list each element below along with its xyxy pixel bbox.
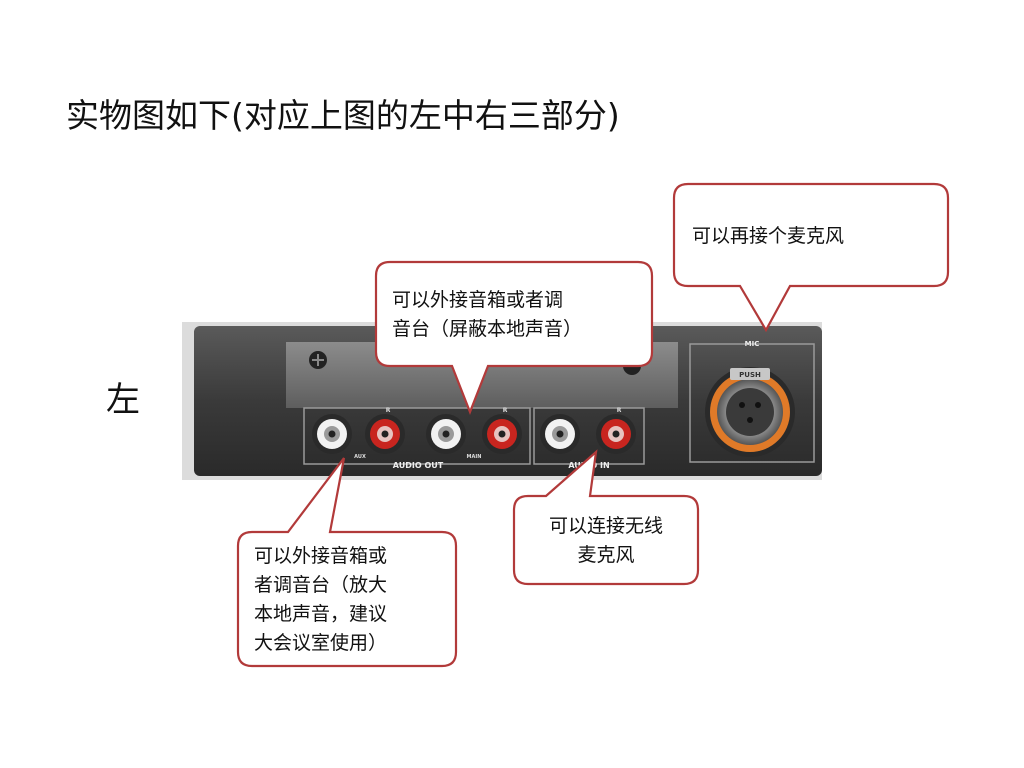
io-plate	[286, 342, 678, 408]
label-r-3: R	[617, 407, 622, 414]
callout-text-aux-out: 可以外接音箱或 者调音台（放大 本地声音，建议 大会议室使用）	[254, 545, 388, 654]
slide-title: 实物图如下(对应上图的左中右三部分)	[66, 96, 620, 135]
rca-jack-main-left	[426, 414, 466, 454]
rca-jack-aux-left	[312, 414, 352, 454]
rca-jack-in-right	[596, 414, 636, 454]
rca-jack-in-left	[540, 414, 580, 454]
label-audio-out: AUDIO OUT	[393, 461, 444, 470]
label-aux: AUX	[354, 454, 366, 460]
xlr-mic-jack	[705, 367, 795, 457]
screw-left	[309, 351, 327, 369]
rca-jack-aux-right	[365, 414, 405, 454]
callout-bubble-mic	[672, 182, 950, 333]
panel-face	[194, 326, 822, 476]
rca-jack-main-right	[482, 414, 522, 454]
screw-right	[623, 357, 641, 375]
label-audio-in: AUDIO IN	[568, 461, 609, 470]
callout-text-mic: 可以再接个麦克风	[692, 225, 845, 247]
label-r-1: R	[386, 407, 391, 414]
label-mic: MIC	[745, 340, 760, 348]
chassis	[182, 322, 822, 480]
callout-text-audio-in: 可以连接无线 麦克风	[548, 515, 663, 566]
label-main: MAIN	[467, 454, 482, 460]
callout-text-main-out: 可以外接音箱或者调 音台（屏蔽本地声音）	[392, 289, 583, 340]
label-push: PUSH	[739, 371, 761, 379]
label-r-2: R	[503, 407, 508, 414]
side-label-left: 左	[106, 380, 140, 420]
